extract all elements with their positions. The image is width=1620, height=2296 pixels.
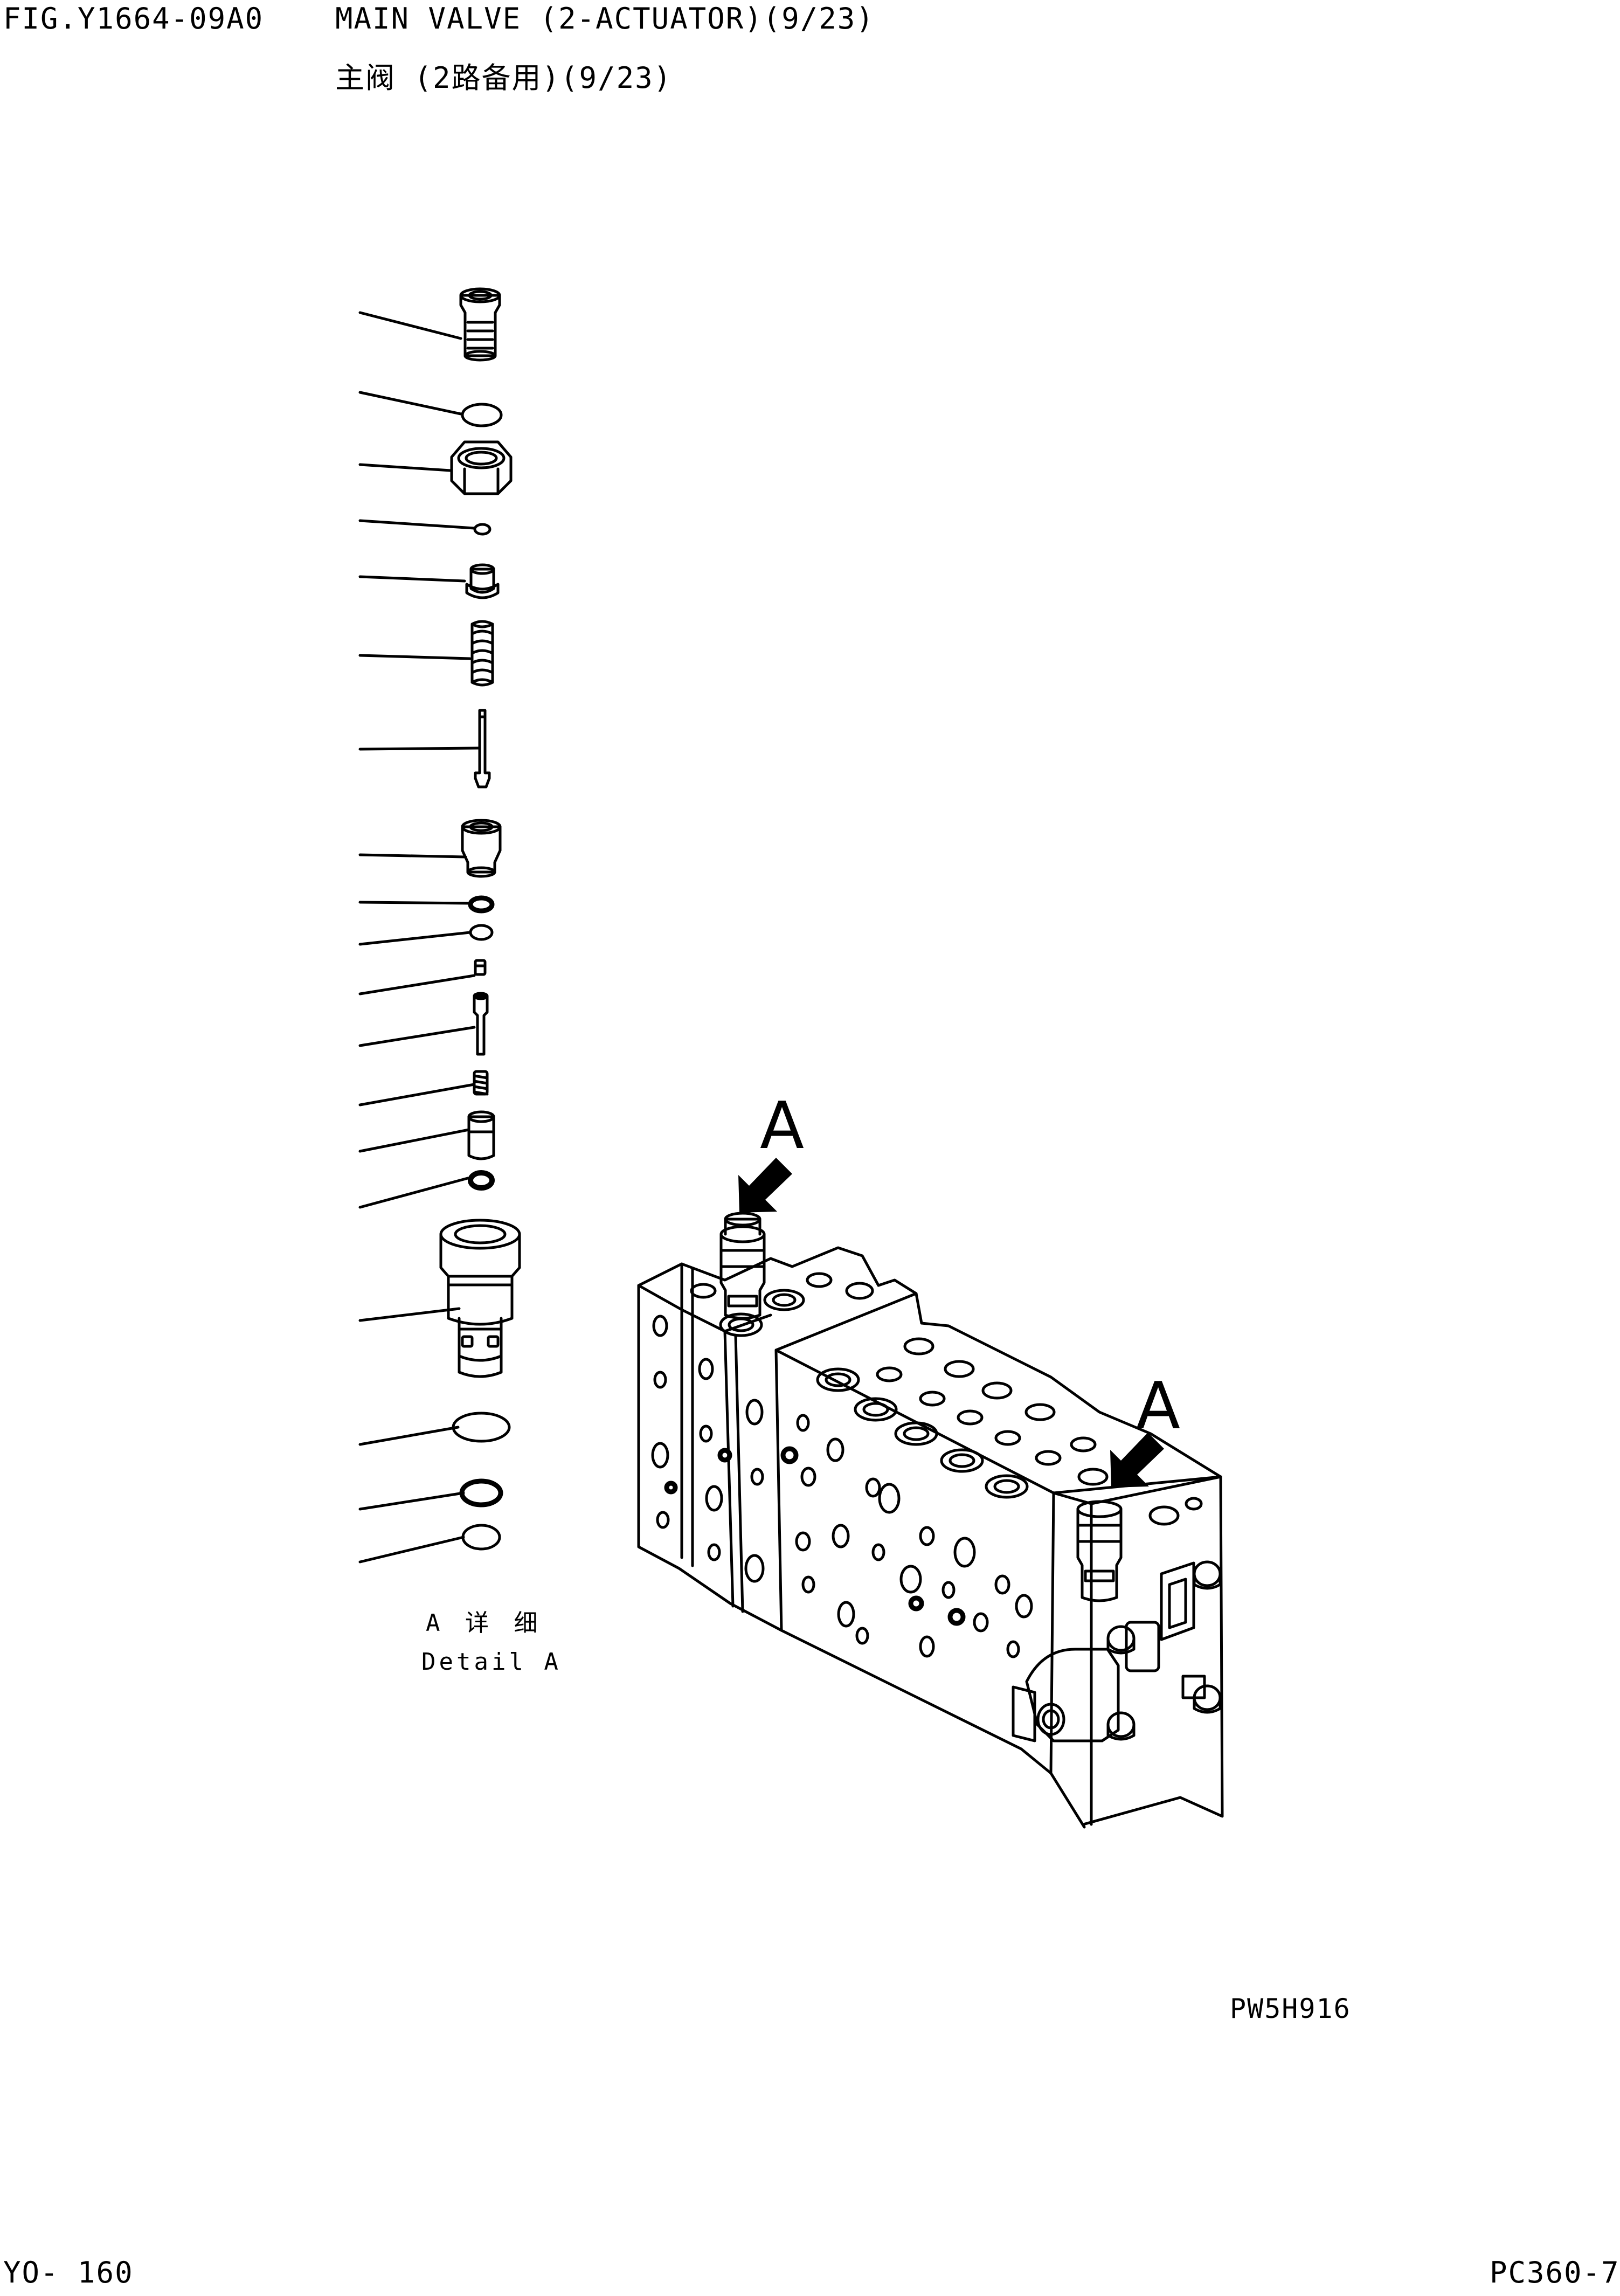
part-o-ring-4 [463, 1525, 500, 1549]
leader-lines [360, 313, 479, 1562]
machine-model: PC360-7 [1490, 2256, 1620, 2290]
front-face-holes [653, 1316, 1031, 1657]
main-valve-body [639, 1213, 1222, 1827]
part-small-plug [475, 960, 485, 974]
end-cover [1013, 1563, 1204, 1741]
view-marker-a-2: A [1136, 1369, 1181, 1444]
view-arrow-2 [1110, 1433, 1164, 1488]
page-title-chinese: 主阀 (2路备用)(9/23) [335, 61, 673, 95]
installed-cartridge-1 [721, 1213, 764, 1318]
part-o-ring-2 [470, 898, 492, 911]
part-lock-nut [452, 442, 511, 494]
part-backup-ring [470, 1173, 492, 1188]
part-coil-spring [472, 621, 493, 685]
part-o-ring [462, 404, 501, 426]
figure-code: FIG.Y1664-09A0 [3, 2, 264, 36]
view-arrow-1 [738, 1158, 792, 1213]
page-number: YO- 160 [3, 2256, 134, 2290]
installed-cartridge-2 [1078, 1502, 1121, 1601]
part-poppet-pin [475, 710, 489, 787]
detail-label-chinese: A 详 细 [426, 1609, 543, 1637]
part-large-o-ring [453, 1413, 509, 1441]
drawing-code: PW5H916 [1230, 1993, 1351, 2024]
part-small-spring [474, 1071, 487, 1094]
part-valve-seat [462, 820, 500, 876]
valve-block-outline [639, 1248, 1222, 1827]
bolts [1108, 1562, 1220, 1739]
part-adjust-plug [461, 289, 500, 360]
page-title-english: MAIN VALVE (2-ACTUATOR)(9/23) [335, 2, 875, 36]
view-marker-a: A [760, 1089, 805, 1164]
view-arrows [738, 1158, 1164, 1488]
part-small-o-ring [475, 524, 490, 534]
part-cartridge-body [441, 1220, 520, 1377]
part-spring-seat [467, 565, 498, 598]
top-ports [691, 1274, 1201, 1524]
detail-label-english: Detail A [421, 1648, 562, 1676]
part-sleeve [469, 1112, 494, 1159]
part-piston-rod [474, 993, 487, 1054]
exploded-parts-column [360, 289, 520, 1562]
part-backup-ring-2 [462, 1481, 501, 1505]
part-o-ring-3 [470, 925, 492, 939]
